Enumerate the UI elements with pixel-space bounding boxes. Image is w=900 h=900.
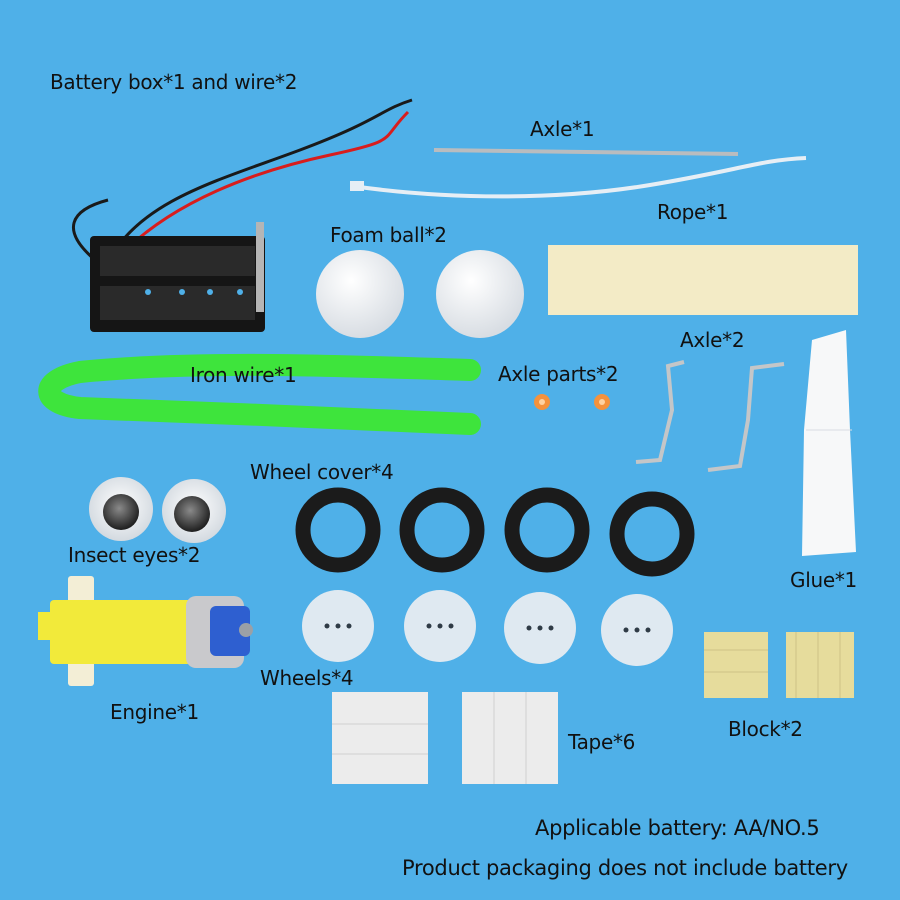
axle-parts <box>534 394 610 410</box>
label-block: Block*2 <box>728 717 803 741</box>
insect-eyes <box>89 477 226 543</box>
crank-axles <box>635 360 785 472</box>
glue-tube <box>802 330 856 556</box>
wires <box>72 98 413 264</box>
label-glue: Glue*1 <box>790 568 857 592</box>
note-battery: Applicable battery: AA/NO.5 <box>535 816 820 840</box>
label-tape: Tape*6 <box>568 730 636 754</box>
wheel-covers <box>295 487 695 577</box>
rope <box>351 156 807 199</box>
label-foam-ball: Foam ball*2 <box>330 223 447 247</box>
foam-board <box>548 245 858 315</box>
tape-sheets <box>332 692 558 784</box>
battery-box <box>90 222 265 332</box>
label-axle2: Axle*2 <box>680 328 745 352</box>
foam-balls <box>316 250 524 338</box>
label-rope: Rope*1 <box>657 200 729 224</box>
label-wheel-cover: Wheel cover*4 <box>250 460 394 484</box>
label-axle1: Axle*1 <box>530 117 595 141</box>
label-wheels: Wheels*4 <box>260 666 354 690</box>
wood-blocks <box>704 632 854 698</box>
label-axle-parts: Axle parts*2 <box>498 362 619 386</box>
label-engine: Engine*1 <box>110 700 199 724</box>
label-iron-wire: Iron wire*1 <box>190 363 297 387</box>
axle-rod <box>433 148 739 156</box>
motor <box>38 576 253 686</box>
label-battery-box: Battery box*1 and wire*2 <box>50 70 298 94</box>
note-packaging: Product packaging does not include batte… <box>402 856 848 880</box>
wheels <box>302 590 673 666</box>
label-insect-eyes: Insect eyes*2 <box>68 543 201 567</box>
pipe-cleaner <box>38 353 481 435</box>
